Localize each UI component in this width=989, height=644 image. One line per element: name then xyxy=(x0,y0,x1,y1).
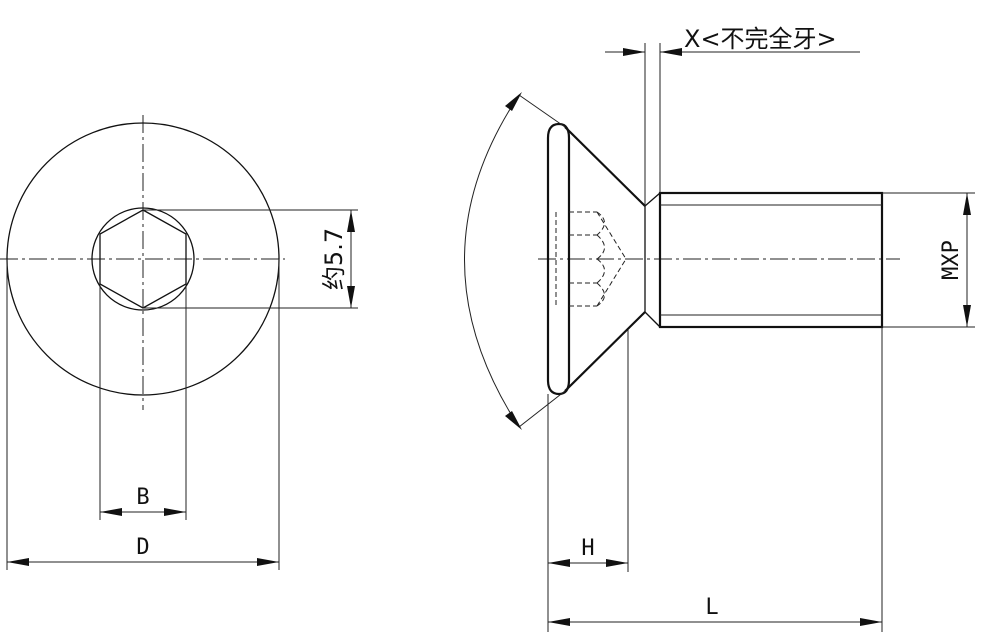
head-cone-bottom xyxy=(564,311,646,392)
angle-extension-bottom xyxy=(518,390,566,428)
l-arrow-left xyxy=(548,618,570,626)
h-label: H xyxy=(581,536,594,561)
angle-arrow-top xyxy=(505,92,522,111)
l-arrow-right xyxy=(860,618,882,626)
chamfer-top xyxy=(644,192,661,207)
hex-depth-arrow-top xyxy=(347,210,355,232)
hex-depth-arrow-bottom xyxy=(347,286,355,308)
d-label: D xyxy=(136,535,149,560)
l-label: L xyxy=(705,595,718,620)
head-face xyxy=(546,122,571,396)
mxp-arrow-top xyxy=(963,193,971,215)
d-arrow-left xyxy=(7,558,29,566)
x-arrow-right xyxy=(660,48,682,56)
chamfer-bottom xyxy=(644,311,661,328)
side-view: X<不完全牙> MXP H L xyxy=(464,25,975,632)
head-cone-top xyxy=(564,126,646,207)
x-label: X<不完全牙> xyxy=(684,25,837,53)
mxp-arrow-bottom xyxy=(963,305,971,327)
h-arrow-left xyxy=(548,559,570,567)
b-arrow-left xyxy=(100,508,122,516)
d-arrow-right xyxy=(257,558,279,566)
socket-circle xyxy=(91,207,195,311)
mxp-label: MXP xyxy=(939,240,964,280)
angle-extension-top xyxy=(518,94,566,128)
b-label: B xyxy=(136,485,149,510)
shank xyxy=(658,191,884,329)
head-angle-arc xyxy=(464,94,520,428)
hex-depth-label: 约5.7 xyxy=(320,228,348,290)
x-arrow-left xyxy=(623,48,645,56)
h-arrow-right xyxy=(606,559,628,567)
angle-arrow-bottom xyxy=(505,411,522,430)
b-arrow-right xyxy=(164,508,186,516)
top-view: B D 约5.7 xyxy=(0,115,358,570)
hidden-socket xyxy=(555,211,627,307)
